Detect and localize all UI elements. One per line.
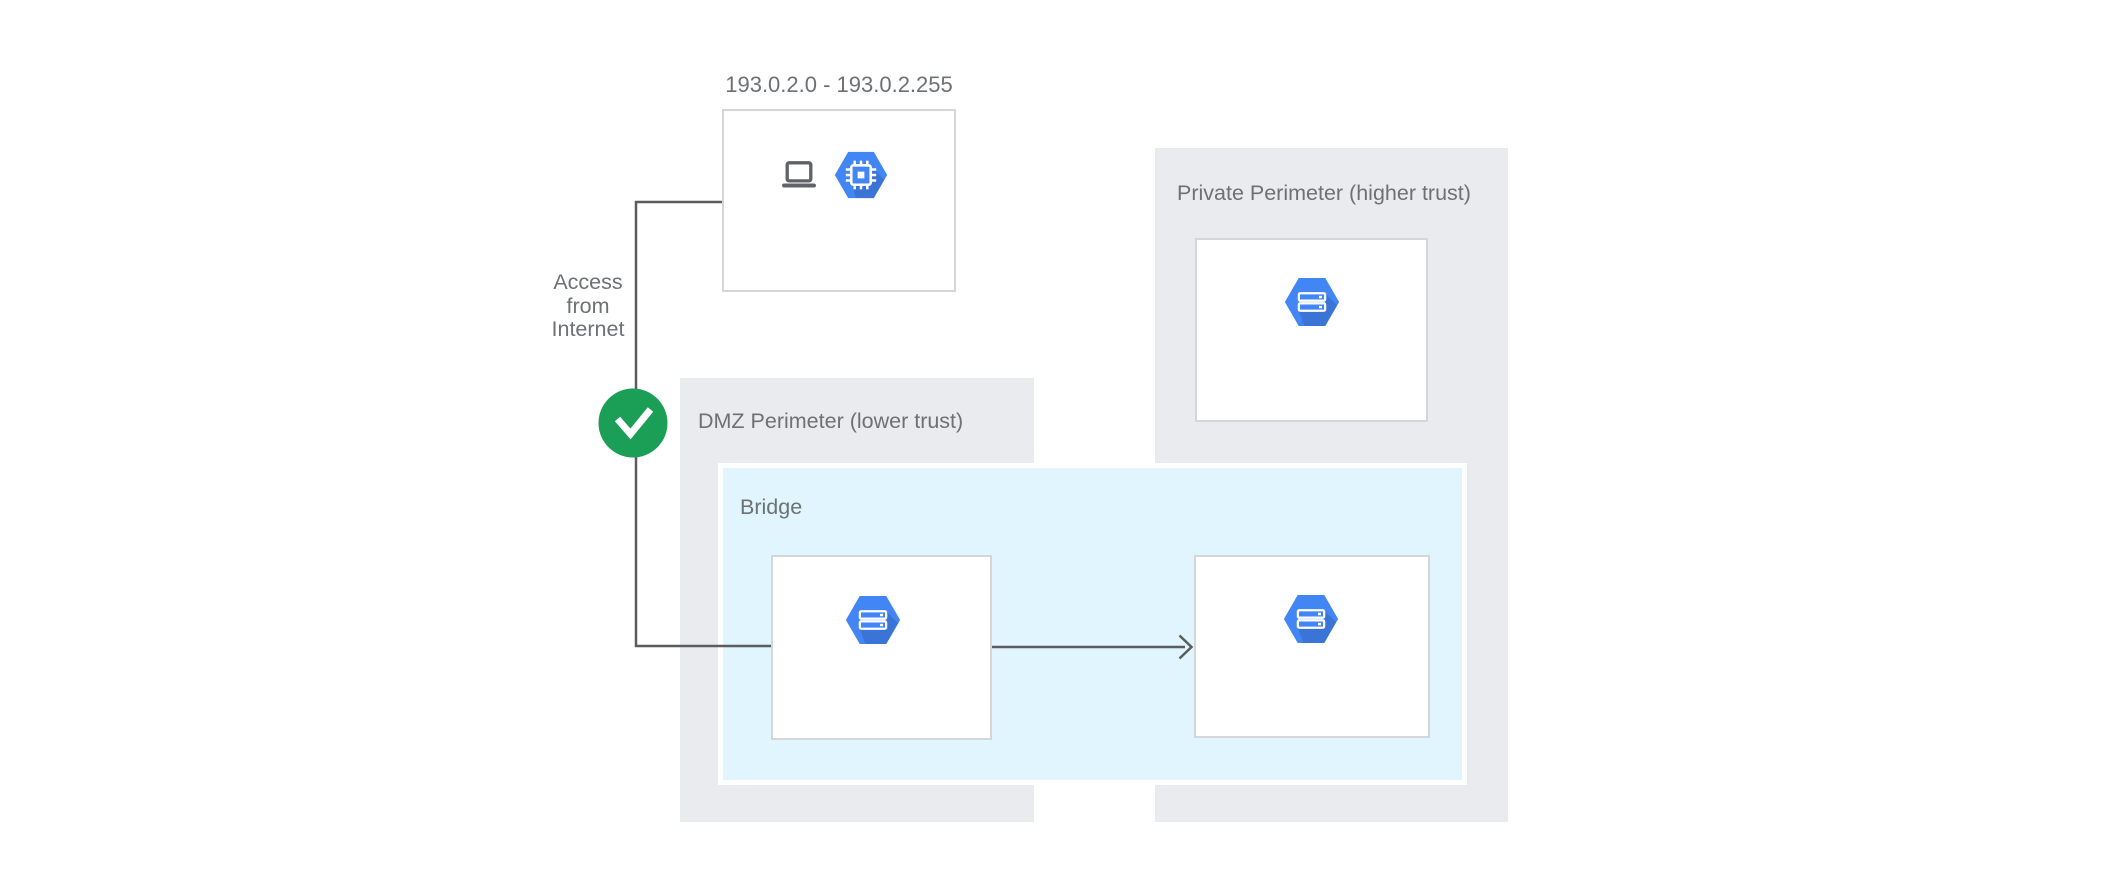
compute-engine-icon [834,151,888,199]
project-icon [845,596,901,644]
source-project-node [771,555,992,740]
private-project-node [1195,238,1428,422]
ip-range-label: 193.0.2.0 - 193.0.2.255 [725,72,953,97]
sink-project-node [1194,555,1430,738]
project-icon [1283,595,1339,643]
arrow-right-icon [992,634,1194,660]
access-label-line3: Internet [551,317,625,341]
authorized-ip-device-node [722,109,956,292]
access-label-line2: from [566,293,610,318]
bridge-label: Bridge [740,495,803,519]
dmz-perimeter-label: DMZ Perimeter (lower trust) [698,409,964,433]
project-icon [1284,278,1340,326]
access-label-line1: Access [553,270,623,294]
private-perimeter-label: Private Perimeter (higher trust) [1177,181,1471,205]
laptop-icon [782,161,816,188]
check-circle-icon [598,388,668,458]
access-from-internet-label: Access from Internet [528,270,648,342]
